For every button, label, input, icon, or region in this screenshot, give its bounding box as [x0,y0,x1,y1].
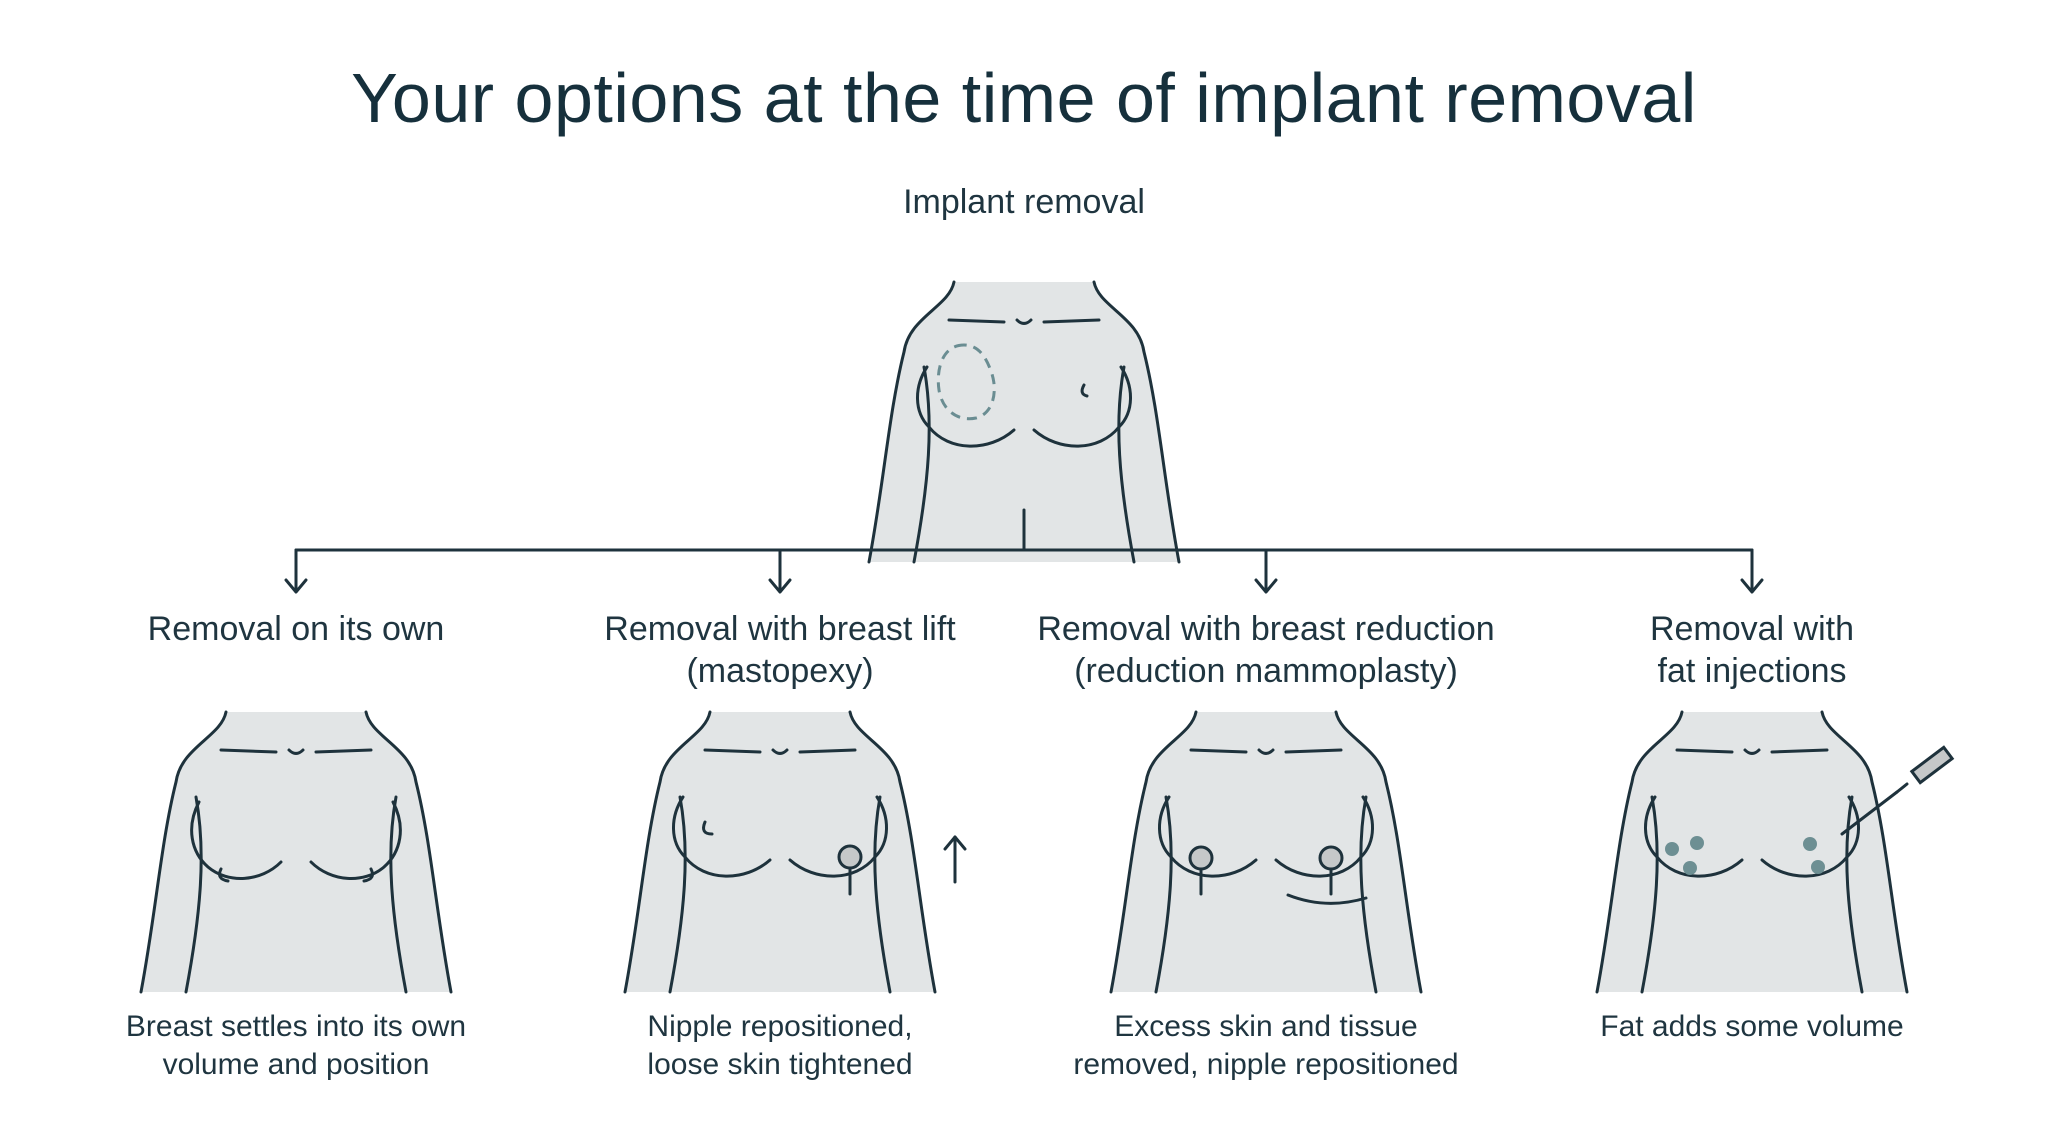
option-3-description-line2: removed, nipple repositioned [1073,1048,1459,1081]
option-3-label: Removal with breast reduction (reduction… [1016,608,1516,692]
option-4-label-line1: Removal with [1649,610,1855,648]
nipple-marker-right [1318,845,1344,871]
option-3-label-line2: (reduction mammoplasty) [1074,652,1458,690]
option-1-description-line2: volume and position [162,1048,430,1081]
syringe-icon [1840,745,1955,836]
nipple-mark [1080,383,1089,398]
option-1-label-line1: Removal on its own [147,610,445,648]
option-3-torso-illustration [1109,710,1423,994]
connector-lines [284,508,1764,594]
option-2-label-line1: Removal with breast lift [604,610,956,648]
nipple-marker [837,844,863,870]
option-4-label-line2: fat injections [1657,652,1847,690]
option-2-label: Removal with breast lift (mastopexy) [550,608,1010,692]
option-1-description: Breast settles into its own volume and p… [56,1008,536,1084]
option-4-label: Removal with fat injections [1522,608,1982,692]
option-3-label-line1: Removal with breast reduction [1037,610,1495,648]
option-3-description: Excess skin and tissue removed, nipple r… [1026,1008,1506,1084]
option-2-description: Nipple repositioned, loose skin tightene… [540,1008,1020,1084]
option-1-label: Removal on its own [66,608,526,650]
option-2-description-line2: loose skin tightened [647,1048,913,1081]
option-2-torso-illustration [623,710,967,994]
option-1-torso-illustration [139,710,453,994]
option-1-description-line1: Breast settles into its own [125,1010,467,1043]
root-node-label: Implant removal [903,183,1145,221]
option-4-description: Fat adds some volume [1512,1008,1992,1046]
root-torso-illustration [867,280,1181,564]
page-title: Your options at the time of implant remo… [351,59,1697,137]
option-3-description-line1: Excess skin and tissue [1114,1010,1418,1043]
arrow-up-icon [943,835,967,884]
fat-droplet-icon [1665,836,1825,875]
option-4-description-line1: Fat adds some volume [1600,1010,1904,1043]
incision-line [1286,893,1368,905]
implant-outline-icon [936,343,996,421]
option-2-label-line2: (mastopexy) [686,652,874,690]
nipple-marker-left [1188,845,1214,871]
option-4-torso-illustration [1595,710,1955,994]
option-2-description-line1: Nipple repositioned, [647,1010,913,1043]
